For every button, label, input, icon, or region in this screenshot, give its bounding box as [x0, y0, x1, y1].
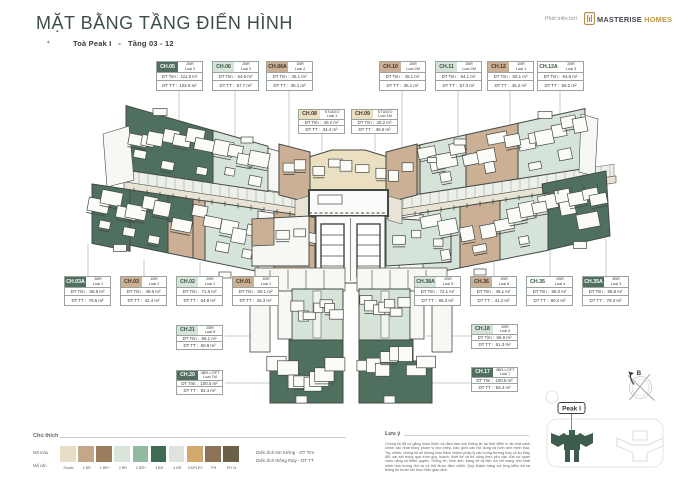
svg-text:B: B [637, 370, 642, 377]
svg-text:Peak I: Peak I [562, 406, 581, 413]
